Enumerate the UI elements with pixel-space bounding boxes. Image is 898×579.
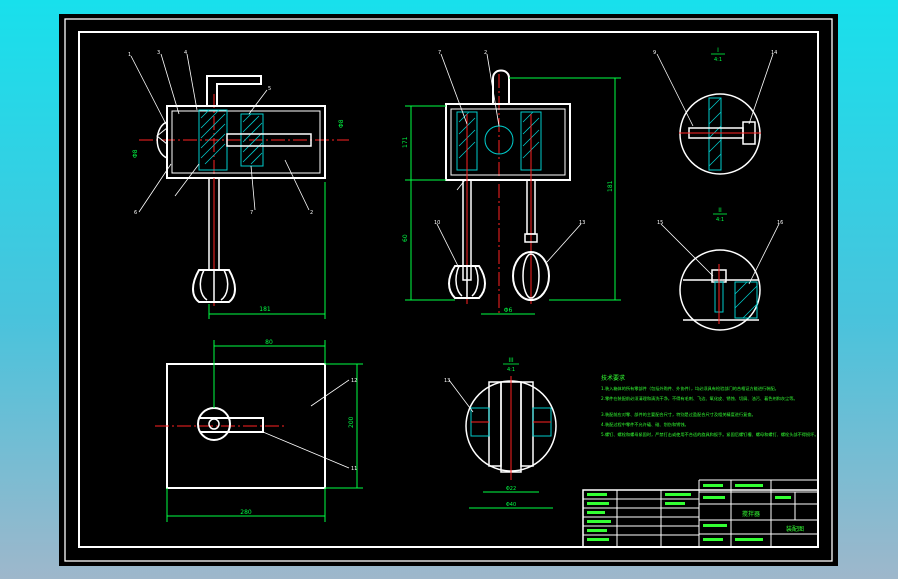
- balloon-5: 5: [268, 86, 271, 92]
- outer-border: [64, 18, 833, 562]
- side-housing: [445, 103, 571, 181]
- detail-iii-label: III: [508, 357, 514, 364]
- notes-line-5: 5.螺钉、螺栓和螺母紧固时，严禁打击或使用不合适的旋具和扳手。紧固后螺钉槽、螺母…: [601, 431, 819, 438]
- dim-text-phi8-right: Φ8: [338, 119, 345, 128]
- top-view-hub: [197, 407, 231, 441]
- top-dim-280: 280: [240, 509, 252, 516]
- whisk-head: [192, 269, 236, 303]
- top-balloon-12: 12: [351, 378, 357, 384]
- detail-ii-label: II: [718, 207, 722, 214]
- side-section-view: 171 60 181 Φ6 7 2 10 13: [402, 50, 621, 315]
- notes-line-1: 1.装入箱体的所有零部件（包括外购件、外协件），均必须具有检验部门的合格证方能进…: [601, 385, 779, 392]
- notes-heading: 技术要求: [601, 374, 625, 382]
- detail-view-iii: III 4:1 Φ22 Φ40 13: [444, 357, 557, 509]
- top-view-arm: [200, 417, 264, 433]
- balloon-7: 7: [250, 210, 253, 216]
- dim-text-181: 181: [259, 306, 271, 313]
- title-block-placeholder-text: [587, 484, 791, 541]
- detail-iii-scale: 4:1: [507, 367, 515, 373]
- top-balloon-11: 11: [351, 466, 357, 472]
- technical-notes: 技术要求 1.装入箱体的所有零部件（包括外购件、外协件），均必须具有检验部门的合…: [601, 374, 819, 438]
- title-sheet-name: 装配图: [786, 525, 804, 533]
- detail-i-wall: [708, 97, 722, 171]
- housing-outline: [166, 105, 326, 179]
- detail-i-scale: 4:1: [714, 57, 722, 63]
- side-whisk-left: [448, 265, 486, 299]
- balloon-2: 2: [310, 210, 313, 216]
- detail-ii-balloon-15: 15: [657, 220, 663, 226]
- balloon-1: 1: [128, 52, 131, 58]
- side-dim-60: 60: [402, 234, 409, 242]
- detail-i-label: I: [717, 47, 719, 54]
- cad-drawing-svg: 181 Φ8 Φ8 1 3 4 5 6 7 2: [64, 18, 833, 562]
- detail-iii-balloon-13: 13: [444, 378, 450, 384]
- side-dim-181: 181: [607, 180, 614, 192]
- detail-iii-dim-22: Φ22: [506, 486, 516, 492]
- handle-outline: [206, 75, 262, 106]
- balloon-4: 4: [184, 50, 187, 56]
- drive-shaft: [226, 133, 312, 147]
- detail-view-i: I 4:1 9 14: [653, 47, 777, 175]
- whisk-wires: [199, 269, 229, 302]
- front-section-view: 181 Φ8 Φ8 1 3 4 5 6 7 2: [128, 50, 349, 319]
- detail-ii-balloon-16: 16: [777, 220, 783, 226]
- detail-iii-sleeve-right: [520, 381, 534, 467]
- notes-line-2: 2.零件在装配前必须清理和清洗干净，不得有毛刺、飞边、氧化皮、锈蚀、切屑、油污、…: [601, 395, 798, 402]
- housing-inner: [171, 110, 321, 174]
- title-drawing-name: 搅拌器: [742, 510, 760, 518]
- balloon-3: 3: [157, 50, 160, 56]
- title-block-frame: [582, 489, 819, 548]
- detail-i-balloon-14: 14: [771, 50, 777, 56]
- side-housing-inner: [450, 108, 566, 176]
- detail-ii-circle: [679, 249, 761, 331]
- side-whisk-left-wires: [455, 265, 479, 298]
- side-dim-phi6: Φ6: [504, 307, 513, 314]
- title-block: [582, 479, 819, 548]
- gear-body: [240, 113, 264, 167]
- cad-drawing-viewport[interactable]: 181 Φ8 Φ8 1 3 4 5 6 7 2: [59, 14, 838, 566]
- detail-iii-sleeve-left: [488, 381, 502, 467]
- notes-line-3: 3.装配前应对零、部件的主要配合尺寸，特别是过盈配合尺寸及相关精度进行复查。: [601, 411, 756, 418]
- detail-view-ii: II 4:1 15 16: [657, 207, 783, 331]
- side-coupler: [524, 233, 538, 243]
- detail-iii-dim-40: Φ40: [506, 502, 516, 508]
- hatch-gear: [242, 113, 263, 165]
- side-whisk-right-inner: [522, 253, 540, 299]
- side-dim-171: 171: [402, 136, 409, 148]
- fan-blade: [156, 121, 168, 159]
- top-dim-80: 80: [265, 339, 273, 346]
- top-dim-200: 200: [348, 416, 355, 428]
- side-knob: [492, 69, 510, 104]
- side-balloon-2: 2: [484, 50, 487, 56]
- side-leaders: [436, 53, 582, 269]
- notes-line-4: 4.装配过程中零件不允许磕、碰、划伤和锈蚀。: [601, 421, 689, 428]
- detail-ii-scale: 4:1: [716, 217, 724, 223]
- inner-border: [78, 31, 819, 548]
- fan-blade-2: [156, 127, 168, 145]
- detail-i-balloon-9: 9: [653, 50, 656, 56]
- detail-i-circle: [679, 93, 761, 175]
- side-whisk-right: [512, 251, 550, 301]
- dim-text-phi8-left: Φ8: [132, 149, 139, 158]
- top-view: 80 280 200 12 11: [155, 339, 363, 522]
- balloon-6: 6: [134, 210, 137, 216]
- side-balloon-13: 13: [579, 220, 585, 226]
- side-balloon-10: 10: [434, 220, 440, 226]
- front-leaders: [130, 53, 310, 213]
- side-balloon-7: 7: [438, 50, 441, 56]
- hatch-bearing: [200, 109, 226, 165]
